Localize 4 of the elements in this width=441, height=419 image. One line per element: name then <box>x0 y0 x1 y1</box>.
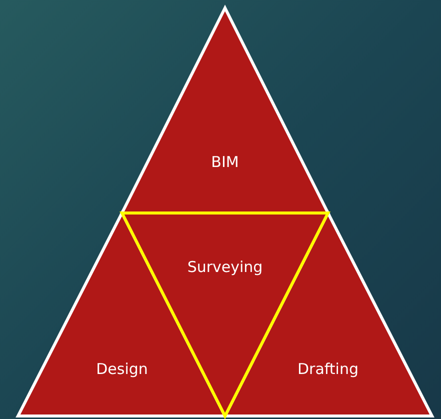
segment-label: Drafting <box>298 360 358 378</box>
segment-label: Surveying <box>187 258 263 276</box>
segment-label: Design <box>96 360 148 378</box>
segment-label: BIM <box>211 153 239 171</box>
